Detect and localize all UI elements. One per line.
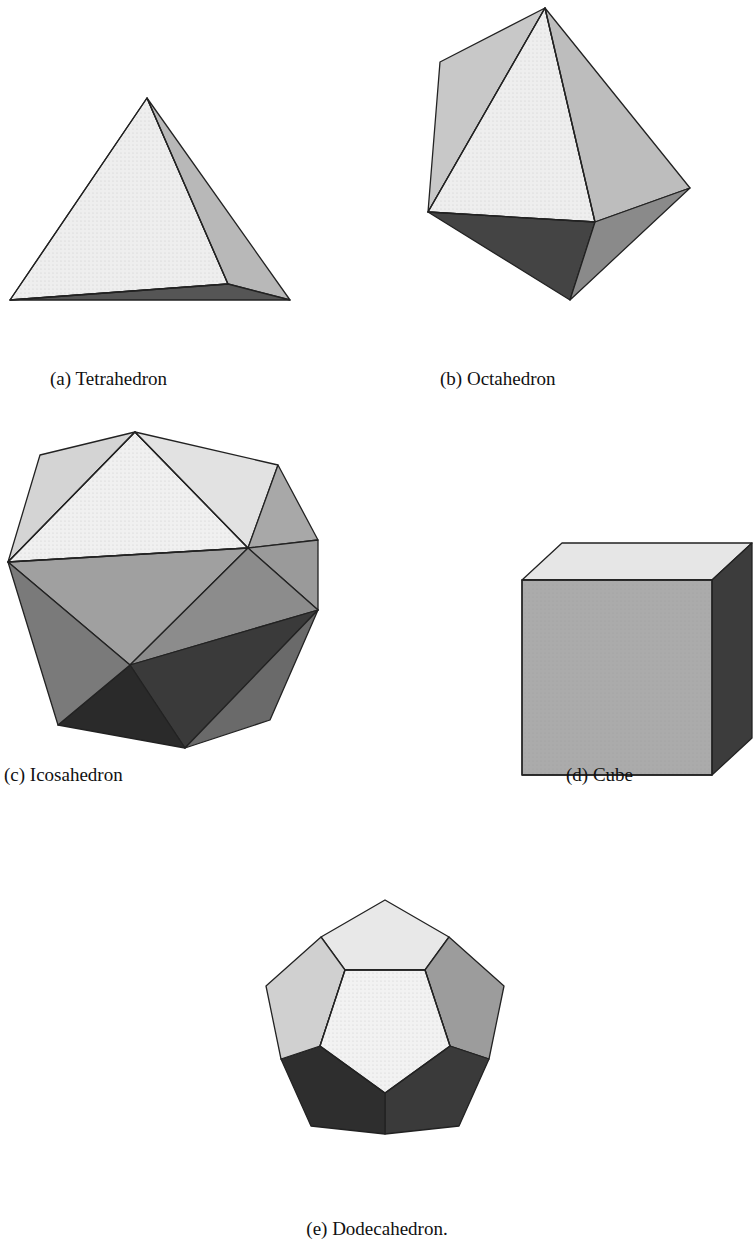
figure-caption: (a) Tetrahedron [50, 368, 167, 391]
octahedron [428, 8, 690, 300]
tetrahedron [10, 98, 290, 300]
figure-caption: (b) Octahedron [440, 368, 556, 391]
figure-caption: (c) Icosahedron [4, 764, 123, 787]
figure-caption: (d) Cube [566, 764, 633, 787]
icosahedron [8, 432, 318, 748]
dodecahedron [266, 900, 504, 1134]
figure-caption: (e) Dodecahedron. [306, 1218, 447, 1241]
cube [522, 543, 752, 775]
